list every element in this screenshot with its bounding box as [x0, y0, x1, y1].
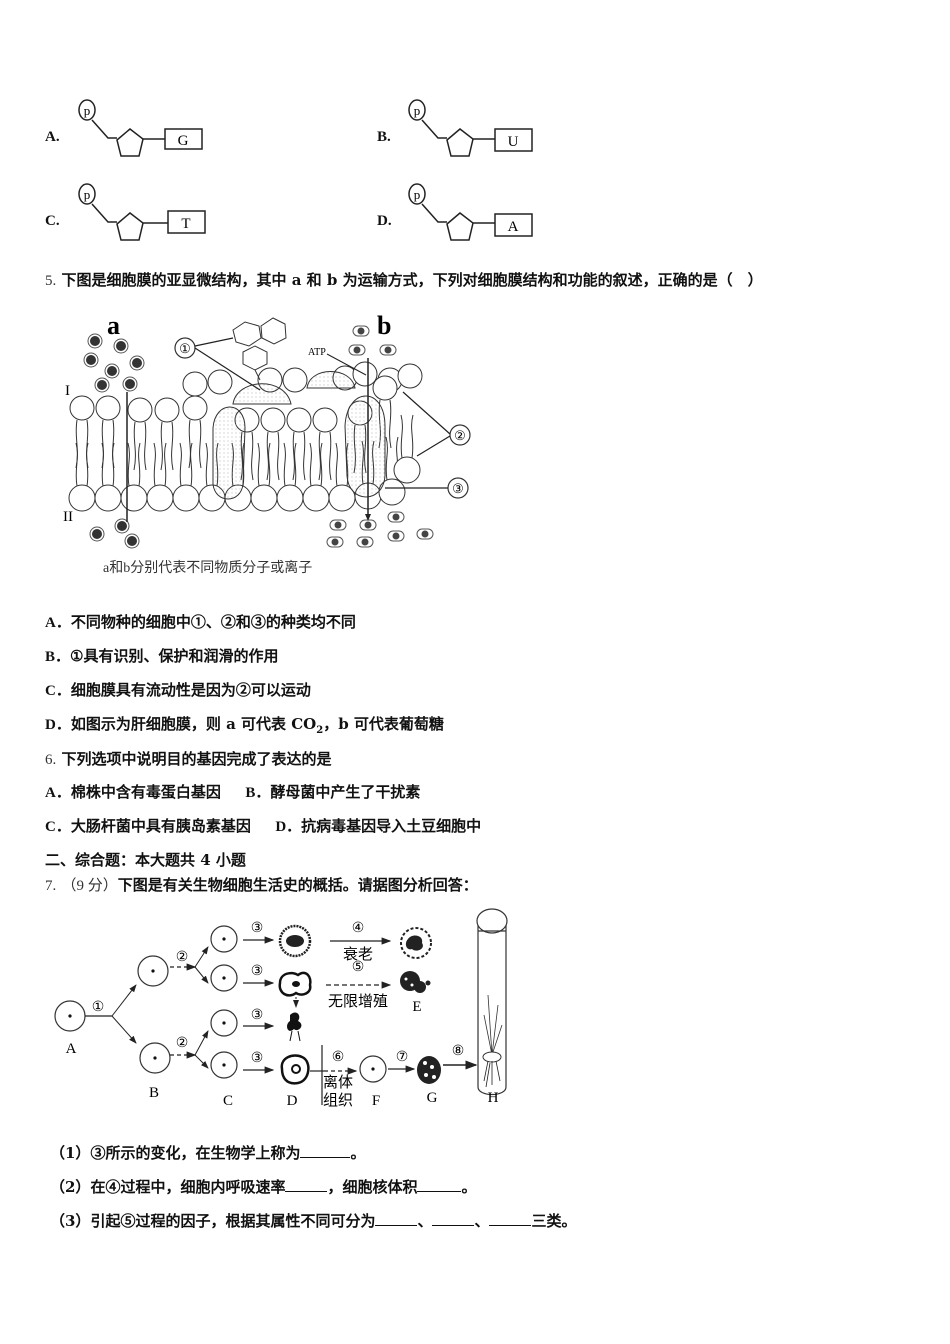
step-4: ④ — [352, 921, 365, 936]
svg-text:③: ③ — [251, 1008, 264, 1023]
label-II: II — [63, 509, 73, 525]
label-F: F — [372, 1093, 380, 1109]
q5-stem: 下图是细胞膜的亚显微结构，其中 a 和 b 为运输方式，下列对细胞膜结构和功能的… — [61, 271, 763, 289]
q6-options-row-2: C．大肠杆菌中具有胰岛素基因 D．抗病毒基因导入土豆细胞中 — [45, 817, 481, 836]
option-letter: B． — [45, 649, 71, 665]
q4-option-c-letter: C. — [45, 213, 60, 229]
text-tissue: 组织 — [323, 1092, 353, 1109]
step-2-lower: ② — [176, 1036, 189, 1051]
answer-blank[interactable] — [375, 1211, 418, 1226]
option-text: 如图示为肝细胞膜，则 a 可代表 CO — [70, 715, 317, 733]
q7-subquestion-1: （1）③所示的变化，在生物学上称为。 — [50, 1143, 366, 1162]
option-text: 细胞膜具有流动性是因为②可以运动 — [70, 681, 311, 699]
label-b: b — [377, 311, 391, 340]
q5-option-b[interactable]: B．①具有识别、保护和润滑的作用 — [45, 647, 278, 666]
subscript-2: 2 — [316, 725, 324, 736]
step-1: ① — [92, 1000, 105, 1015]
figure-caption: a和b分别代表不同物质分子或离子 — [103, 559, 312, 576]
q7-score: （9 分） — [61, 878, 118, 894]
svg-text:p: p — [84, 187, 91, 202]
label-atp: ATP — [308, 347, 326, 358]
label-G: G — [427, 1090, 438, 1106]
q7-stem: 下图是有关生物细胞生活史的概括。请据图分析回答： — [117, 876, 478, 894]
q6-options-row-1: A．棉株中含有毒蛋白基因 B．酵母菌中产生了干扰素 — [45, 783, 420, 802]
option-letter: A． — [45, 615, 71, 631]
step-2-upper: ② — [176, 950, 189, 965]
base-a: A — [508, 219, 519, 235]
q4-option-b-letter: B. — [377, 129, 391, 145]
marker-3: ③ — [452, 481, 464, 496]
label-I: I — [65, 383, 70, 399]
q6-option-c[interactable]: C．大肠杆菌中具有胰岛素基因 — [45, 817, 251, 835]
q6-option-b[interactable]: B．酵母菌中产生了干扰素 — [245, 783, 421, 801]
base-u: U — [508, 134, 519, 150]
nucleotide-diagram-d: p A — [408, 183, 533, 241]
lipid-bilayer-back — [182, 361, 423, 397]
section-heading: 二、综合题：本大题共 4 小题 — [45, 851, 246, 869]
answer-blank[interactable] — [300, 1143, 351, 1158]
label-E: E — [412, 999, 421, 1015]
q7-subquestion-3: （3）引起⑤过程的因子，根据其属性不同可分为、、三类。 — [50, 1211, 577, 1230]
step-7: ⑦ — [396, 1050, 409, 1065]
svg-text:p: p — [84, 103, 91, 118]
label-C: C — [223, 1093, 233, 1109]
q4-option-a-letter: A. — [45, 129, 60, 145]
step-6: ⑥ — [332, 1050, 345, 1065]
svg-text:③: ③ — [251, 921, 264, 936]
text-aging: 衰老 — [343, 946, 373, 963]
base-t: T — [181, 216, 190, 232]
q7-subquestion-2: （2）在④过程中，细胞内呼吸速率，细胞核体积。 — [50, 1177, 477, 1196]
label-A: A — [66, 1041, 77, 1057]
q7-stem-line: 7. （9 分）下图是有关生物细胞生活史的概括。请据图分析回答： — [45, 876, 478, 895]
svg-text:③: ③ — [251, 964, 264, 979]
svg-text:p: p — [414, 187, 421, 202]
differentiated-cells — [278, 924, 312, 1085]
q4-option-d-letter: D. — [377, 213, 392, 229]
q5-number: 5. — [45, 273, 57, 289]
glycocalyx-sugar-chain — [232, 317, 287, 381]
callus-cluster — [417, 1056, 441, 1084]
answer-blank[interactable] — [285, 1177, 328, 1192]
option-text: 不同物种的细胞中①、②和③的种类均不同 — [70, 613, 356, 631]
q6-stem: 下列选项中说明目的基因完成了表达的是 — [61, 750, 332, 768]
test-tube-plantlet — [476, 908, 508, 1096]
cancer-cell-cluster — [400, 971, 431, 993]
text-unlimited-proliferation: 无限增殖 — [328, 993, 388, 1010]
label-D: D — [287, 1093, 298, 1109]
q5-stem-line: 5. 下图是细胞膜的亚显微结构，其中 a 和 b 为运输方式，下列对细胞膜结构和… — [45, 271, 763, 290]
q6-option-d[interactable]: D．抗病毒基因导入土豆细胞中 — [275, 817, 482, 835]
q5-option-d[interactable]: D．如图示为肝细胞膜，则 a 可代表 CO2，b 可代表葡萄糖 — [45, 715, 444, 740]
q6-stem-line: 6. 下列选项中说明目的基因完成了表达的是 — [45, 750, 332, 769]
step-5: ⑤ — [352, 960, 365, 975]
svg-text:③: ③ — [251, 1051, 264, 1066]
q5-option-a[interactable]: A．不同物种的细胞中①、②和③的种类均不同 — [45, 613, 356, 632]
option-letter: D． — [45, 717, 71, 733]
option-text-post: ，b 可代表葡萄糖 — [323, 715, 444, 733]
nucleotide-diagram-c: p T — [78, 183, 206, 241]
q5-option-c[interactable]: C．细胞膜具有流动性是因为②可以运动 — [45, 681, 311, 700]
q6-option-a[interactable]: A．棉株中含有毒蛋白基因 — [45, 783, 221, 801]
text-isolated: 离体 — [323, 1074, 353, 1091]
cell-membrane-diagram: a I II — [63, 311, 471, 576]
svg-text:p: p — [414, 103, 421, 118]
option-text: ①具有识别、保护和润滑的作用 — [70, 647, 279, 665]
q7-number: 7. — [45, 878, 57, 894]
answer-blank[interactable] — [417, 1177, 462, 1192]
option-letter: C． — [45, 683, 71, 699]
label-a: a — [107, 311, 120, 340]
base-g: G — [178, 133, 189, 149]
cell-life-history-diagram: A ① B ② ② C ③ ③ ③ ③ D ④ — [54, 908, 508, 1109]
label-B: B — [149, 1085, 159, 1101]
step-8: ⑧ — [452, 1044, 465, 1059]
answer-blank[interactable] — [432, 1211, 475, 1226]
marker-2: ② — [454, 428, 466, 443]
label-H: H — [488, 1090, 499, 1106]
step-3-arrows: ③ ③ ③ ③ — [243, 921, 275, 1074]
marker-1: ① — [179, 341, 191, 356]
answer-blank[interactable] — [489, 1211, 532, 1226]
nucleotide-diagram-a: p G — [78, 99, 203, 157]
q6-number: 6. — [45, 752, 57, 768]
nucleotide-diagram-b: p U — [408, 99, 533, 157]
